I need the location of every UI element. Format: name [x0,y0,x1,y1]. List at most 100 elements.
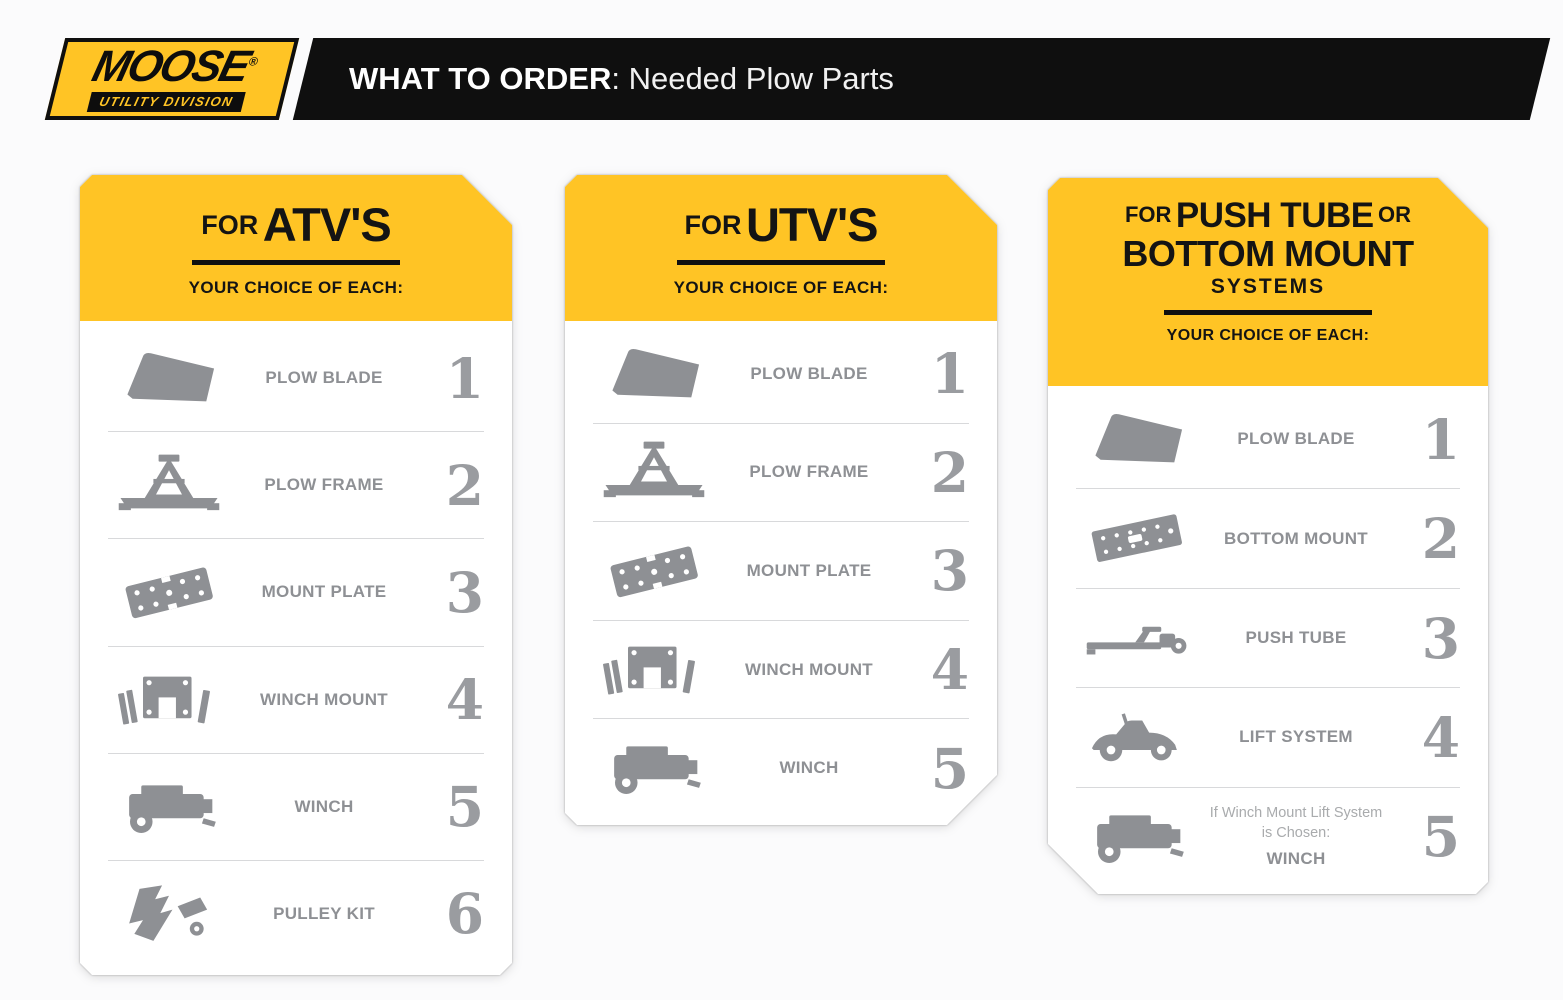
title-main: UTV'S [745,198,878,251]
row-winch: If Winch Mount Lift System is Chosen: WI… [1076,787,1460,886]
row-plow-blade: PLOW BLADE 1 [593,325,969,423]
winch-mount-icon [593,639,715,701]
part-label: MOUNT PLATE [261,582,387,602]
part-label: PLOW BLADE [750,363,868,383]
mount-plate-icon [593,540,715,602]
moose-logo: MOOSE® UTILITY DIVISION [44,38,300,120]
title-prefix: FOR [1124,202,1172,227]
title-underline [677,260,885,265]
row-winch-mount: WINCH MOUNT 4 [108,646,484,753]
title-prefix: FOR [684,210,742,240]
winch-mount-icon [108,669,230,731]
row-mount-plate: MOUNT PLATE 3 [593,521,969,620]
card-subtitle: YOUR CHOICE OF EACH: [673,277,889,297]
row-plow-blade: PLOW BLADE 1 [108,325,484,431]
part-label: WINCH MOUNT [260,689,388,709]
winch-icon [108,776,230,838]
row-plow-blade: PLOW BLADE 1 [1076,390,1460,488]
registered-mark: ® [247,53,260,68]
part-number: 5 [1421,804,1460,870]
card-ptbm-header: FOR PUSH TUBE OR BOTTOM MOUNT SYSTEMS YO… [1048,178,1488,386]
part-label: LIFT SYSTEM [1239,727,1353,747]
row-lift-system: LIFT SYSTEM 4 [1076,687,1460,786]
moose-logo-subtitle: UTILITY DIVISION [87,91,246,112]
row-plow-frame: PLOW FRAME 2 [593,423,969,522]
lift-system-icon [1076,706,1198,768]
title-underline [1164,310,1372,315]
card-ptbm-title: FOR PUSH TUBE OR BOTTOM MOUNT SYSTEMS [1048,198,1488,298]
row-pulley-kit: PULLEY KIT 6 [108,860,484,967]
card-atv-header: FOR ATV'S YOUR CHOICE OF EACH: [80,175,512,321]
part-label: BOTTOM MOUNT [1224,528,1368,548]
title-banner: WHAT TO ORDER: Needed Plow Parts [292,38,1551,120]
header: MOOSE® UTILITY DIVISION WHAT TO ORDER: N… [44,38,1551,120]
row-winch: WINCH 5 [593,718,969,817]
part-number: 3 [930,538,969,604]
part-label-group: If Winch Mount Lift System is Chosen: WI… [1204,804,1388,869]
page-title: WHAT TO ORDER: Needed Plow Parts [303,61,894,97]
card-atv: FOR ATV'S YOUR CHOICE OF EACH: PLOW BLAD… [80,175,512,975]
row-mount-plate: MOUNT PLATE 3 [108,538,484,645]
part-number: 4 [1421,704,1460,770]
part-number: 5 [445,774,484,840]
part-label: PLOW FRAME [264,475,384,495]
title-prefix: FOR [201,210,259,240]
row-bottom-mount: BOTTOM MOUNT 2 [1076,488,1460,587]
part-label: PUSH TUBE [1245,628,1347,648]
card-push-tube-bottom-mount: FOR PUSH TUBE OR BOTTOM MOUNT SYSTEMS YO… [1048,178,1488,894]
plow-blade-icon [593,343,715,405]
part-number: 6 [445,881,484,947]
card-utv-rows: PLOW BLADE 1 PLOW FRAME 2 MOUNT PLATE 3 … [565,321,997,825]
part-number: 2 [445,452,484,518]
mount-plate-icon [108,561,230,623]
part-label: WINCH [294,796,354,816]
part-label: PLOW BLADE [265,368,383,388]
part-number: 3 [1421,605,1460,671]
part-label: WINCH [1266,849,1326,869]
part-number: 3 [445,559,484,625]
moose-logo-brand: MOOSE® [87,41,260,91]
winch-icon [593,737,715,799]
part-label: WINCH MOUNT [745,659,873,679]
part-number: 4 [445,667,484,733]
part-label: PLOW FRAME [749,462,869,482]
page-title-rest: : Needed Plow Parts [611,61,894,96]
title-main: ATV'S [262,198,391,251]
card-subtitle: YOUR CHOICE OF EACH: [188,277,404,297]
plow-frame-icon [108,454,230,516]
part-number: 2 [1421,506,1460,572]
part-label: PLOW BLADE [1237,429,1355,449]
bottom-mount-icon [1076,508,1198,570]
card-utv-header: FOR UTV'S YOUR CHOICE OF EACH: [565,175,997,321]
part-number: 1 [930,341,969,407]
part-number: 1 [1421,406,1460,472]
plow-blade-icon [1076,408,1198,470]
card-utv-title: FOR UTV'S [565,201,997,249]
title-line-1: FOR PUSH TUBE OR [1048,198,1488,234]
part-number: 5 [930,735,969,801]
push-tube-icon [1076,607,1198,669]
row-winch: WINCH 5 [108,753,484,860]
card-ptbm-rows: PLOW BLADE 1 BOTTOM MOUNT 2 PUSH TUBE 3 … [1048,386,1488,894]
pulley-kit-icon [108,883,230,945]
title-main: PUSH TUBE [1175,196,1374,235]
part-number: 4 [930,637,969,703]
title-underline [192,260,400,265]
row-winch-mount: WINCH MOUNT 4 [593,620,969,719]
title-suffix: OR [1378,202,1412,227]
winch-icon [1076,806,1198,868]
card-atv-rows: PLOW BLADE 1 PLOW FRAME 2 MOUNT PLATE 3 … [80,321,512,975]
card-utv: FOR UTV'S YOUR CHOICE OF EACH: PLOW BLAD… [565,175,997,825]
page-title-bold: WHAT TO ORDER [349,61,612,96]
row-push-tube: PUSH TUBE 3 [1076,588,1460,687]
card-subtitle: YOUR CHOICE OF EACH: [1166,326,1370,344]
part-number: 2 [930,439,969,505]
part-number: 1 [445,345,484,411]
title-line-2: BOTTOM MOUNT [1122,232,1414,274]
plow-frame-icon [593,441,715,503]
plow-blade-icon [108,347,230,409]
card-atv-title: FOR ATV'S [80,201,512,249]
part-label: MOUNT PLATE [746,560,872,580]
title-line-3: SYSTEMS [1210,275,1326,299]
